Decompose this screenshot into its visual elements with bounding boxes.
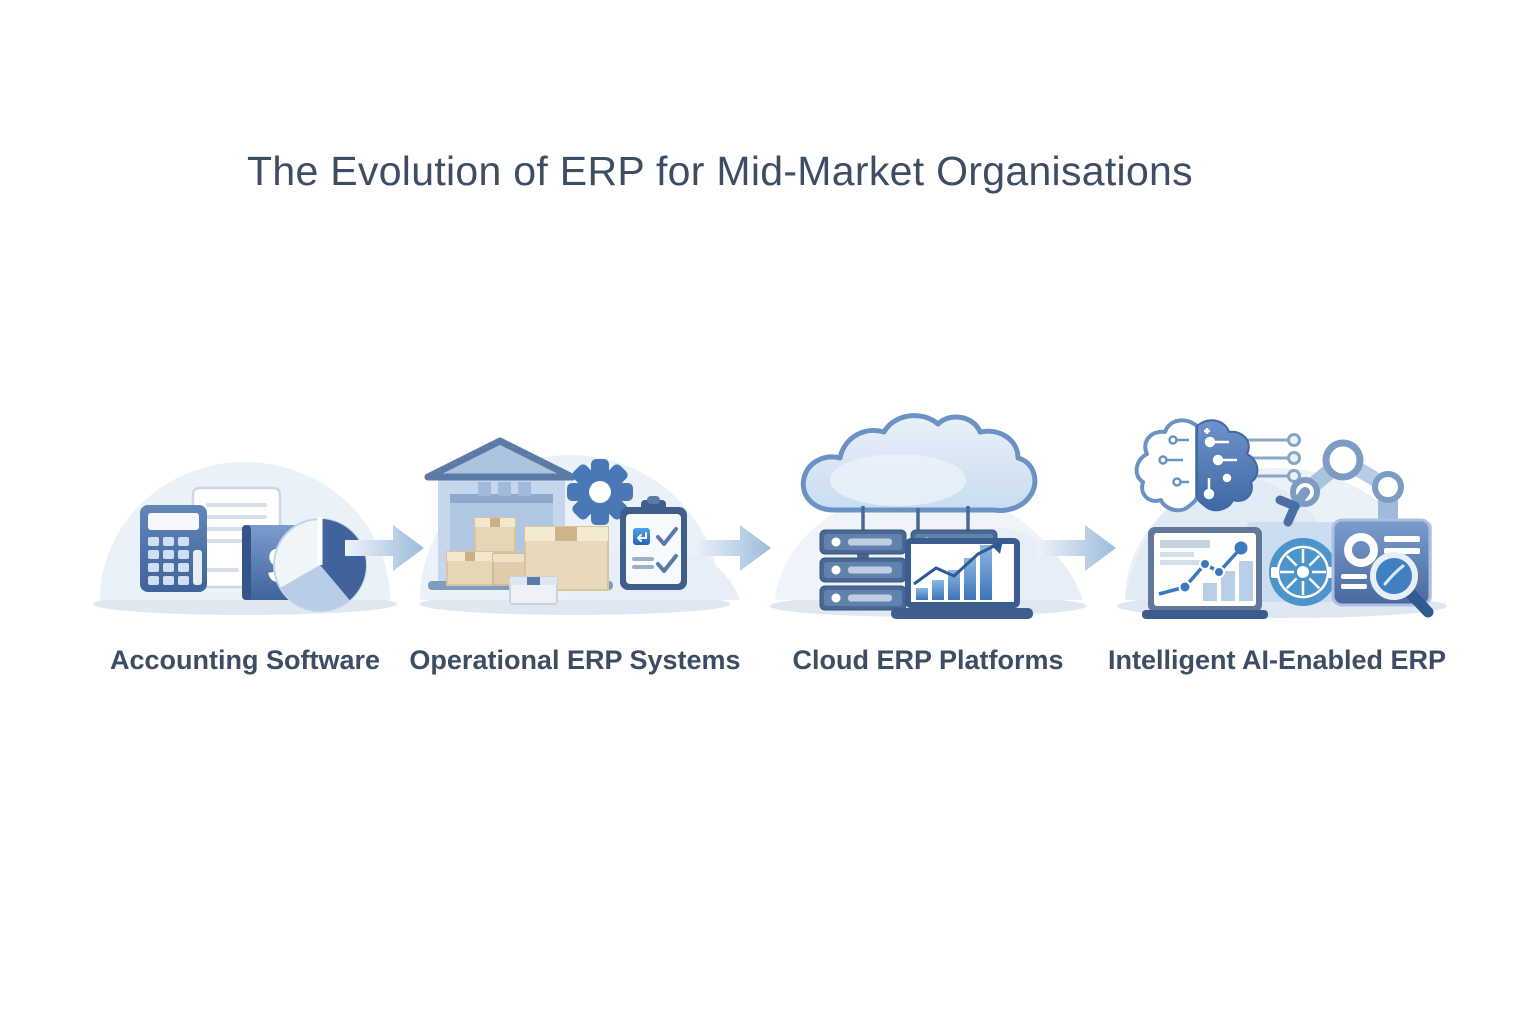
gear-icon [567,459,633,525]
cardboard-boxes-icon [446,517,609,591]
operational-erp-illustration [420,437,740,615]
page-title: The Evolution of ERP for Mid-Market Orga… [247,148,1193,194]
stage-label-operational-erp-systems: Operational ERP Systems [409,645,741,675]
pie-chart-icon [273,517,367,612]
checklist-clipboard-icon [620,496,687,590]
network-hub-icon [1269,538,1337,606]
stage-label-cloud-erp-platforms: Cloud ERP Platforms [792,645,1064,675]
stage-label-intelligent-ai-enabled-erp: Intelligent AI-Enabled ERP [1107,645,1447,675]
ai-erp-illustration [1117,418,1447,619]
calculator-icon [140,505,207,592]
flow-arrow-icon [692,525,771,571]
accounting-software-illustration: $ [93,462,397,615]
package-box-icon [509,576,558,605]
ai-brain-circuit-icon [1134,418,1301,513]
robot-arm-icon [1275,439,1404,549]
report-magnifier-icon [1331,518,1434,618]
cloud-icon [800,413,1038,513]
stage-label-accounting-software: Accounting Software [109,645,380,675]
cloud-erp-illustration [770,413,1086,619]
laptop-bar-chart-icon [891,538,1033,619]
analytics-monitor-icon [1142,527,1268,619]
flow-arrow-icon [345,525,424,571]
flow-arrow-icon [1037,525,1116,571]
